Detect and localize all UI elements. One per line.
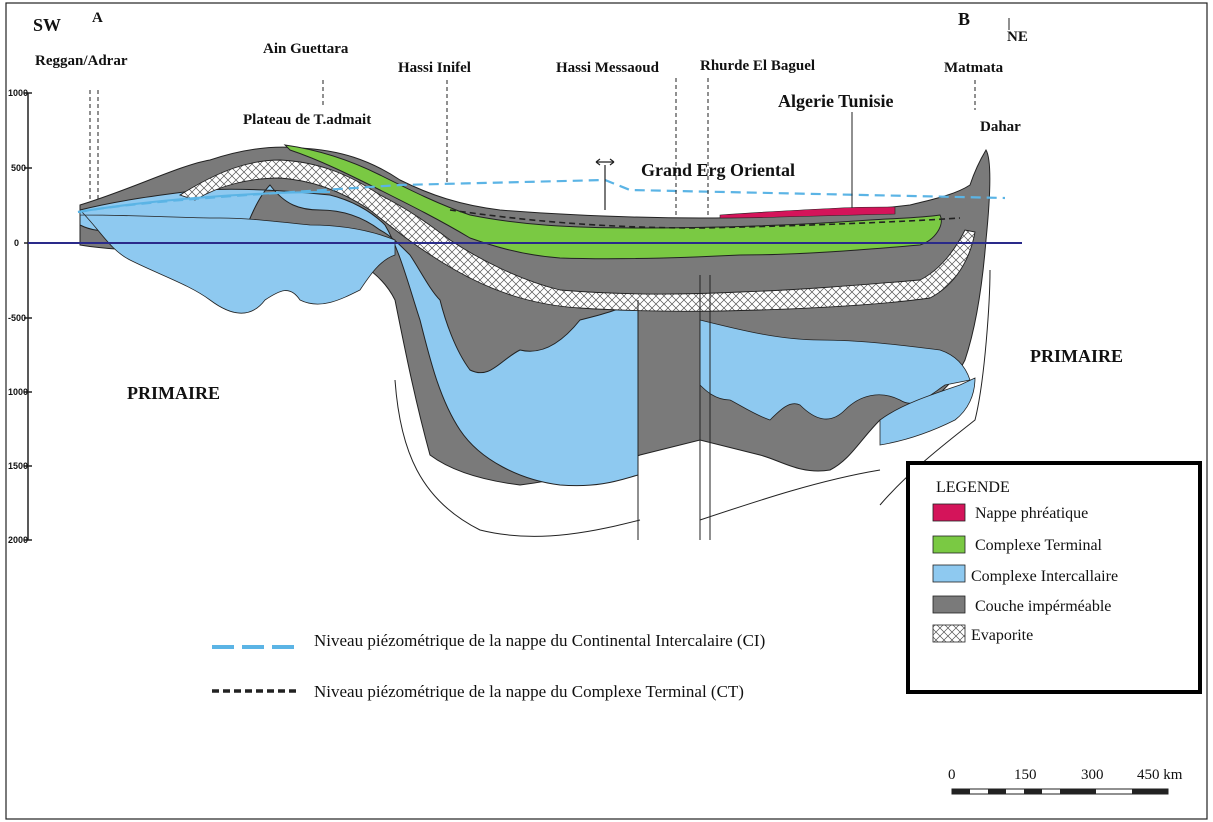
ne-label: NE [1007, 29, 1028, 45]
elevation-axis: 1000 500 0 -500 1000 1500 2000 [8, 88, 32, 545]
hassi-inifel-label: Hassi Inifel [398, 60, 471, 76]
terminal-layer [283, 144, 942, 260]
intercalaire-layer-right [879, 377, 976, 446]
legend-swatch-terminal [932, 535, 966, 554]
tick-label-0: 0 [14, 238, 19, 248]
tick-label-1000: 1000 [8, 88, 28, 98]
figure-border [5, 2, 1208, 820]
scale-bar: 0 150 300 450 km [948, 767, 1183, 795]
tick-label-minus-2000: 2000 [8, 535, 28, 545]
tick-label-500: 500 [11, 163, 26, 173]
legend-label-terminal: Complexe Terminal [975, 537, 1103, 554]
rhurde-label: Rhurde El Baguel [700, 58, 815, 74]
grand-erg-arrow [595, 158, 615, 210]
legend-swatch-nappe [932, 503, 966, 522]
legend-label-evaporite: Evaporite [971, 627, 1033, 644]
legend-label-nappe: Nappe phréatique [975, 505, 1088, 522]
legend-swatch-impermeable [932, 595, 966, 614]
primaire-left-label: PRIMAIRE [127, 383, 220, 403]
scale-tick-0: 0 [948, 767, 956, 783]
plateau-label: Plateau de T.admait [243, 112, 371, 128]
tick-label-minus-1500: 1500 [8, 461, 28, 471]
ct-piezometric-line [449, 209, 961, 229]
primaire-right-label: PRIMAIRE [1030, 346, 1123, 366]
hassi-messaoud-label: Hassi Messaoud [556, 60, 660, 76]
intercalaire-layer-west [79, 209, 396, 314]
tick-label-minus-1000: 1000 [8, 387, 28, 397]
algerie-tunisie-label: Algerie Tunisie [778, 91, 894, 111]
reggan-label: Reggan/Adrar [35, 53, 128, 69]
ain-guettara-label: Ain Guettara [263, 41, 349, 57]
ci-key-label: Niveau piézométrique de la nappe du Cont… [314, 631, 765, 650]
piezometric-key: Niveau piézométrique de la nappe du Cont… [212, 631, 765, 701]
nappe-phreatique-layer [719, 206, 896, 219]
sw-label: SW [33, 15, 61, 35]
ci-piezometric-line-solid [77, 191, 331, 213]
tick-label-minus-500: -500 [8, 313, 26, 323]
legend: LEGENDE Nappe phréatique Complexe Termin… [906, 461, 1202, 694]
a-label: A [92, 10, 103, 26]
fault-lines [637, 275, 711, 540]
legend-swatch-evaporite [932, 624, 966, 643]
matmata-label: Matmata [944, 60, 1004, 76]
ct-key-label: Niveau piézométrique de la nappe du Comp… [314, 682, 744, 701]
scale-tick-450: 450 km [1137, 767, 1183, 783]
dahar-label: Dahar [980, 119, 1021, 135]
locality-markers [89, 78, 976, 215]
legend-title: LEGENDE [936, 479, 1010, 496]
legend-swatch-intercalaire [932, 564, 966, 583]
intercalaire-layer-east [699, 319, 971, 421]
legend-label-impermeable: Couche impérméable [975, 598, 1111, 615]
grand-erg-label: Grand Erg Oriental [641, 160, 795, 180]
scale-tick-300: 300 [1081, 767, 1104, 783]
scale-tick-150: 150 [1014, 767, 1037, 783]
b-label: B [958, 9, 970, 29]
legend-label-intercalaire: Complexe Intercallaire [971, 568, 1118, 585]
